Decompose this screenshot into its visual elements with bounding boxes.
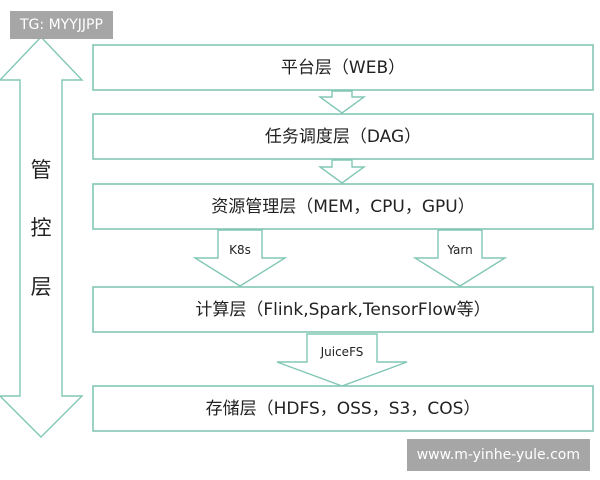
side-double-arrow (0, 35, 84, 438)
arrow-label-yarn: Yarn (446, 243, 472, 257)
layer-label-platform: 平台层（WEB） (281, 58, 405, 78)
layer-label-compute: 计算层（Flink,Spark,TensorFlow等） (195, 300, 490, 320)
layer-box-resource (92, 183, 594, 230)
arrow-platform-to-scheduler (317, 90, 367, 114)
layer-box-storage (92, 385, 594, 432)
arrow-juicefs (276, 333, 408, 387)
layer-label-scheduler: 任务调度层（DAG） (265, 127, 421, 147)
arrow-label-k8s: K8s (229, 243, 251, 257)
arrow-k8s (192, 229, 288, 287)
layer-box-scheduler (92, 113, 594, 160)
layer-box-compute (92, 286, 594, 333)
side-label-char-2: 控 (31, 216, 52, 240)
watermark-bottom-right: www.m-yinhe-yule.com (406, 439, 590, 471)
side-label-char-3: 层 (31, 275, 52, 299)
layer-label-storage: 存储层（HDFS，OSS，S3，COS） (206, 399, 481, 419)
layer-box-platform (92, 44, 594, 91)
watermark-top-left: TG: MYYJJPP (10, 11, 113, 39)
arrow-scheduler-to-resource (317, 159, 367, 184)
side-label-char-1: 管 (31, 158, 52, 182)
layer-label-resource: 资源管理层（MEM，CPU，GPU） (211, 197, 475, 217)
arrow-label-juicefs: JuiceFS (320, 345, 364, 359)
arrow-yarn (412, 229, 508, 287)
